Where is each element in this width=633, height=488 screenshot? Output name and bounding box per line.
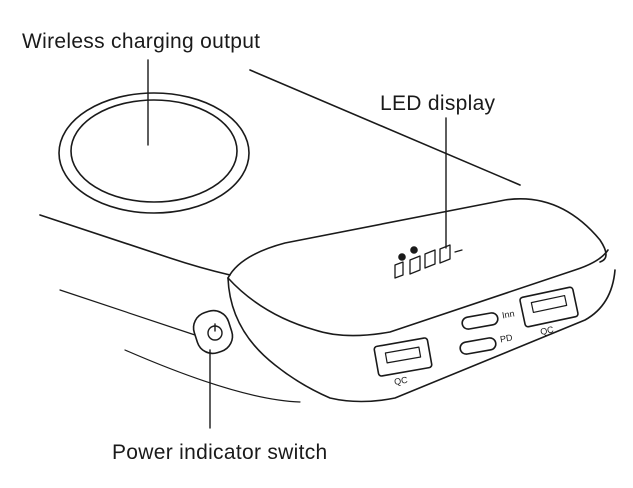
led-dot-2 — [410, 246, 418, 254]
power-switch-label: Power indicator switch — [112, 441, 328, 464]
body-left-edge — [39, 214, 231, 276]
led-digits — [394, 244, 463, 279]
front-panel-top — [227, 198, 607, 279]
port-label-qc-right: QC — [539, 324, 555, 337]
power-button — [192, 309, 234, 355]
led-display-label: LED display — [380, 92, 496, 115]
led-dot-1 — [398, 253, 406, 261]
port-label-usbc-in: Inn — [501, 308, 515, 320]
body-bottom-left-edge — [59, 289, 196, 336]
wireless-pad-inner — [70, 99, 238, 203]
body-bottom-edge — [124, 349, 301, 403]
body-top-edge — [249, 69, 521, 186]
wireless-pad-outer — [58, 92, 250, 214]
usb-a-right — [519, 286, 579, 328]
usb-a-left — [373, 337, 433, 377]
port-label-usbc-pd: PD — [499, 332, 514, 344]
usb-c-in — [461, 312, 499, 330]
front-face-outline — [227, 269, 616, 403]
usb-c-pd — [459, 337, 497, 355]
front-panel-edge — [227, 249, 609, 337]
wireless-charging-label: Wireless charging output — [22, 30, 261, 53]
port-label-qc-left: QC — [393, 375, 409, 387]
